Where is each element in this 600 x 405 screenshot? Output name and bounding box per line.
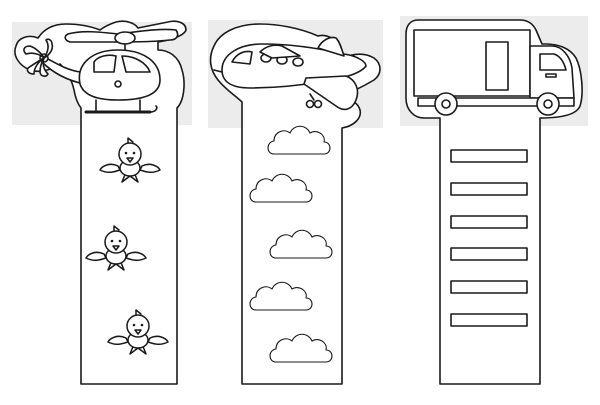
bird-icon	[85, 225, 147, 271]
cloud-icon	[267, 125, 331, 155]
cloud-column	[249, 125, 333, 363]
road-stripe-icon	[450, 215, 528, 229]
bookmark-truck	[405, 19, 583, 385]
road-stripe-icon	[450, 182, 528, 196]
truck-icon	[413, 29, 575, 116]
bookmark-helicopter	[14, 20, 187, 385]
airplane-icon	[213, 36, 367, 111]
road-stripe-icon	[450, 247, 528, 261]
road-stripe-icon	[450, 149, 528, 163]
cloud-icon	[269, 333, 333, 363]
bird-column	[85, 137, 169, 355]
cloud-icon	[249, 281, 313, 311]
cloud-icon	[269, 229, 333, 259]
road-stripe-icon	[450, 280, 528, 294]
road-stripe-column	[450, 149, 528, 327]
bookmark-airplane	[209, 23, 381, 385]
road-stripe-icon	[450, 313, 528, 327]
bird-icon	[99, 137, 161, 183]
bird-icon	[107, 309, 169, 355]
helicopter-icon	[23, 28, 179, 114]
cloud-icon	[249, 173, 313, 203]
